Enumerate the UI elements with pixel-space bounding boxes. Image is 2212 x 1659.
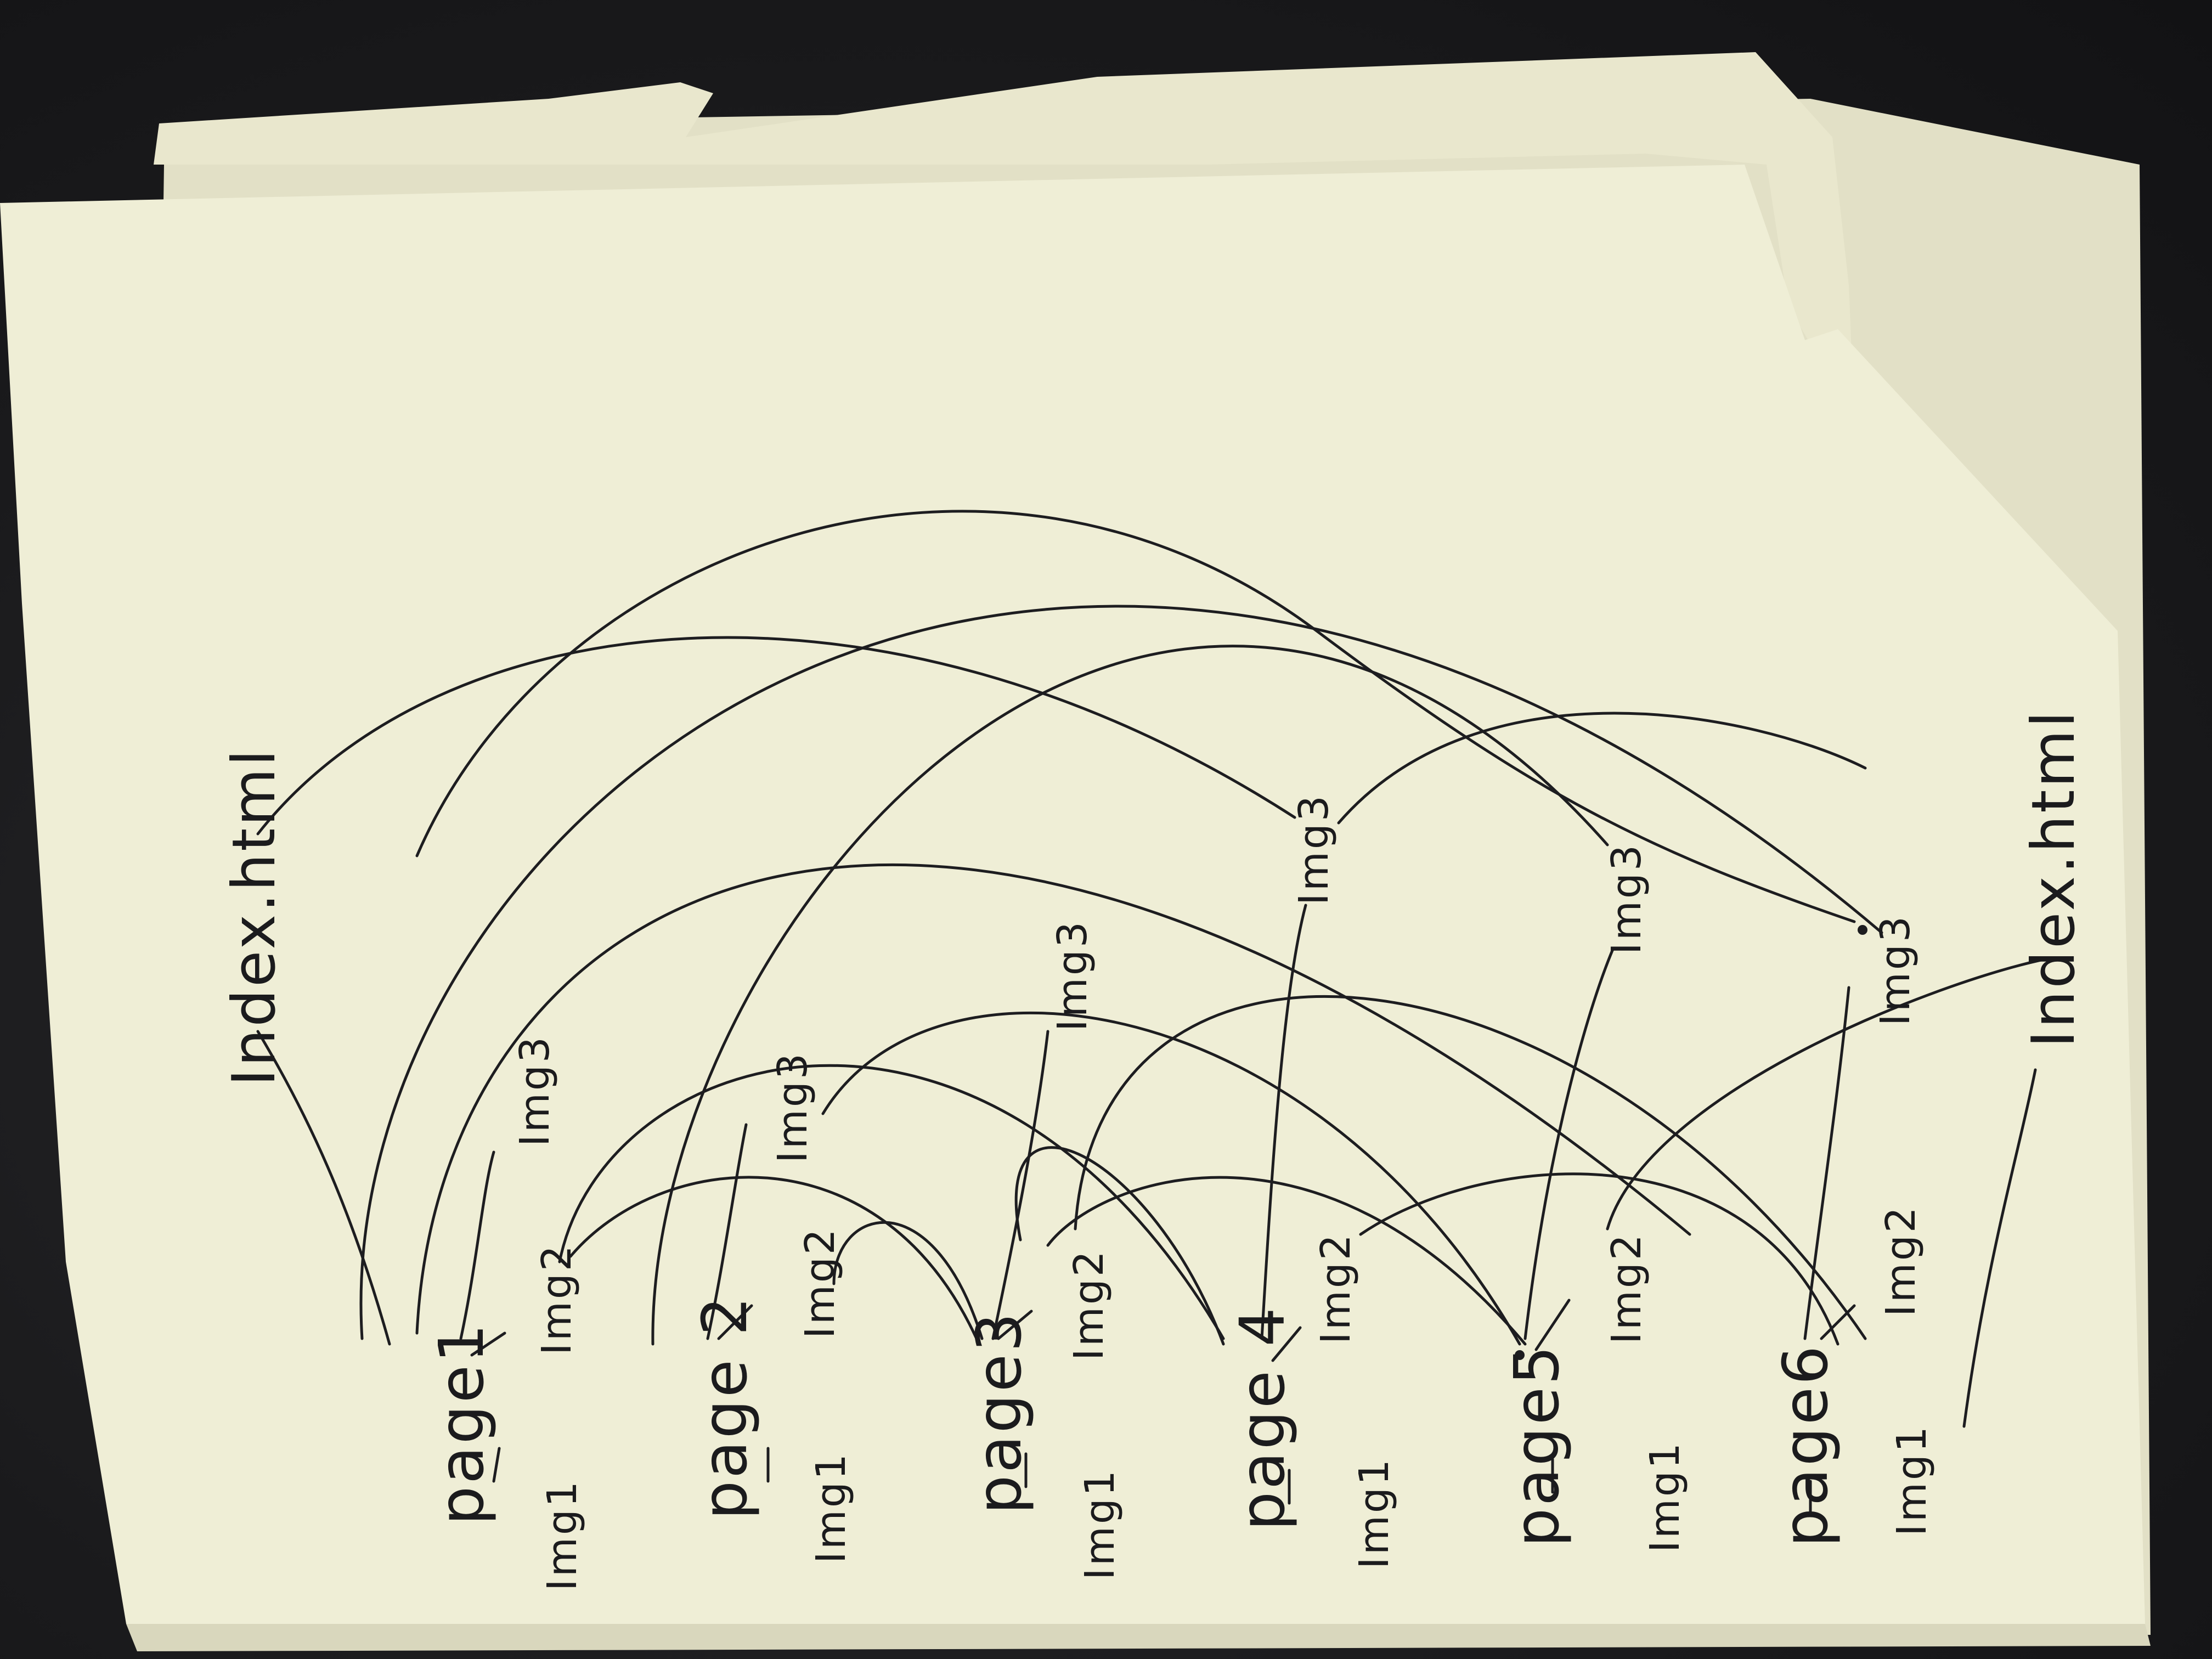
link-page1-img3b <box>415 864 1691 1335</box>
link-page5-img3v <box>1523 947 1615 1340</box>
link-page1-img3 <box>459 1150 495 1340</box>
page-label: page 4 <box>1227 1305 1299 1531</box>
tick-page3-img2 <box>997 1310 1033 1340</box>
labels: Index.html Index.html page1 Img1 Img2 Im… <box>220 709 2088 1591</box>
dot-img3 <box>1858 925 1867 935</box>
img1-label: Img1 <box>539 1479 586 1591</box>
link-img3-index <box>1337 712 1867 825</box>
img3-label: Img3 <box>769 1051 816 1163</box>
link-bottom-index <box>1962 1068 2037 1428</box>
paper-torn-flap <box>154 52 1854 417</box>
link-page3-page4 <box>558 1064 1225 1340</box>
tick-page1-img2 <box>470 1331 506 1357</box>
img3-label: Img3 <box>1872 914 1919 1026</box>
link-page4-page1 <box>1014 1146 1225 1346</box>
link-page3-img3v <box>991 1030 1049 1340</box>
paper-sheet <box>0 165 2145 1624</box>
img3-label: Img3 <box>1603 843 1650 955</box>
link-page4-img3c <box>1074 995 1867 1340</box>
link-page2-img3 <box>651 645 1609 1346</box>
dot-page5 <box>1515 1350 1525 1360</box>
img3-label: Img3 <box>1290 793 1338 905</box>
link-page4-img3v <box>1260 904 1307 1340</box>
tick-page1-img1 <box>492 1447 501 1483</box>
link-index-page1 <box>256 1030 391 1346</box>
img1-label: Img1 <box>1076 1468 1124 1580</box>
img1-label: Img1 <box>1641 1441 1689 1553</box>
tick-page2-img2 <box>717 1304 753 1340</box>
page-label: page5 <box>1502 1344 1573 1547</box>
page-label: page6 <box>1770 1344 1842 1547</box>
link-page1-page6 <box>359 605 1883 1340</box>
link-page2-img3v <box>706 1123 748 1340</box>
tick-page6-img2 <box>1820 1304 1856 1340</box>
index-html-bottom: Index.html <box>2019 709 2088 1048</box>
tick-page4-img2 <box>1271 1326 1302 1362</box>
img1-label: Img1 <box>1888 1424 1936 1536</box>
link-page6-img3v <box>1803 986 1850 1340</box>
img1-label: Img1 <box>808 1452 855 1564</box>
img2-label: Img2 <box>1603 1232 1650 1344</box>
img3-label: Img3 <box>511 1035 558 1147</box>
link-img2-page6 <box>1359 1172 1839 1346</box>
tick-page5-img2 <box>1534 1299 1571 1351</box>
paper-edge-shadow <box>126 1624 2151 1651</box>
img2-label: Img2 <box>1065 1249 1113 1361</box>
link-img3-page5 <box>821 1011 1521 1346</box>
index-html-top: Index.html <box>220 747 289 1086</box>
img2-label: Img2 <box>533 1243 580 1355</box>
link-page3-img3 <box>415 510 1856 923</box>
img3-label: Img3 <box>1049 919 1096 1031</box>
link-page1-page3 <box>569 1176 978 1340</box>
link-page3-page5 <box>1046 1176 1527 1346</box>
img2-label: Img2 <box>797 1227 844 1339</box>
page-label: page 2 <box>690 1294 761 1520</box>
link-page5-index <box>1606 958 2042 1231</box>
page-label: page3 <box>964 1311 1035 1514</box>
link-index-img3 <box>256 636 1296 836</box>
img2-label: Img2 <box>1877 1205 1925 1317</box>
link-lines <box>256 510 2042 1516</box>
img1-label: Img1 <box>1351 1457 1398 1569</box>
img2-label: Img2 <box>1312 1232 1359 1344</box>
page-label: page1 <box>426 1322 498 1525</box>
link-page2-page3 <box>832 1221 984 1340</box>
